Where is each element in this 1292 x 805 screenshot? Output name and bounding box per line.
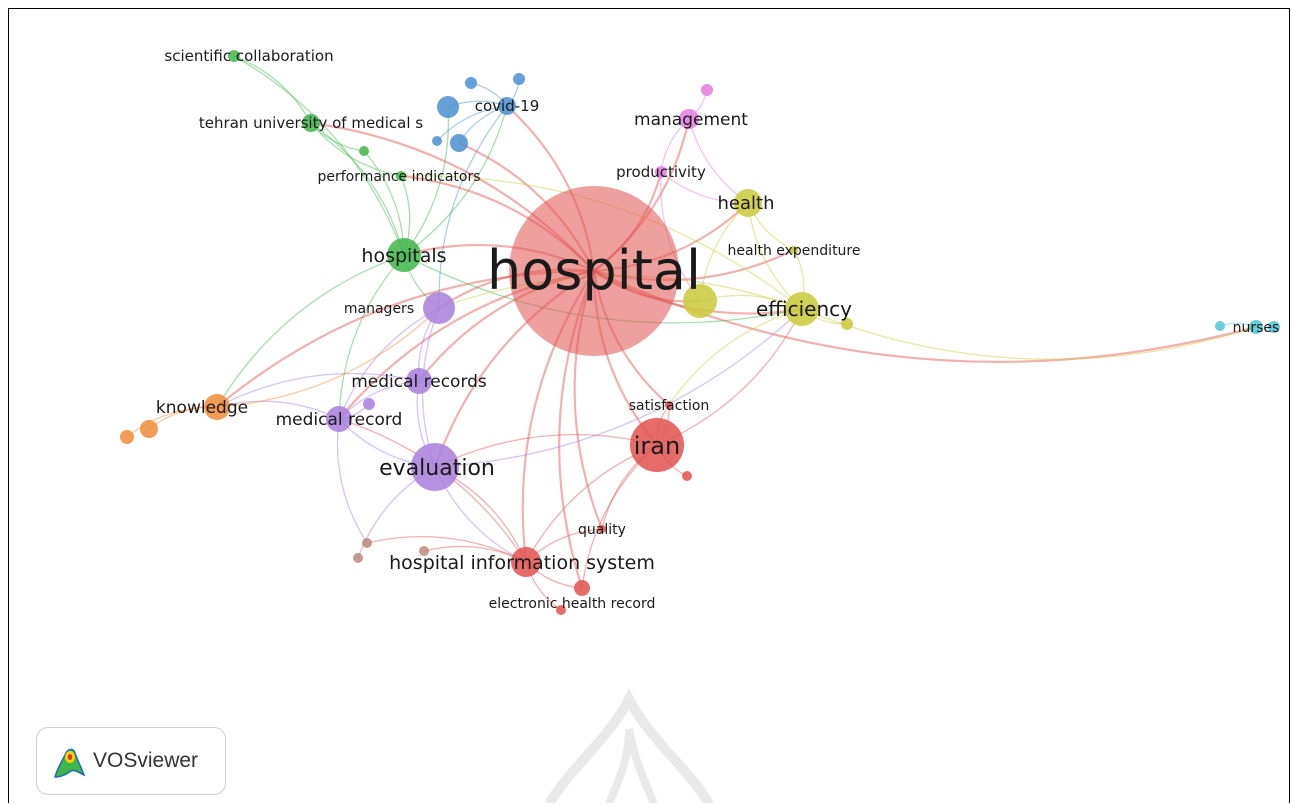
node-label-productivity: productivity [616, 163, 706, 181]
link-efficiency-satisfaction [668, 308, 803, 406]
node-blue_d[interactable] [450, 134, 468, 152]
node-label-covid: covid-19 [475, 97, 540, 115]
node-blue_b[interactable] [465, 77, 477, 89]
node-orange_s1[interactable] [140, 420, 158, 438]
node-tehran[interactable] [302, 114, 320, 132]
node-nurses[interactable] [1249, 320, 1263, 334]
node-ehr[interactable] [574, 580, 590, 596]
node-his[interactable] [511, 547, 541, 577]
node-perfind[interactable] [396, 171, 406, 181]
link-medrecord-knowledge [216, 400, 340, 420]
node-health[interactable] [734, 189, 762, 217]
node-label-nurses: nurses [1233, 320, 1280, 336]
node-label-efficiency: efficiency [756, 297, 852, 321]
link-medrecord-brown_s1 [336, 418, 368, 544]
node-purple_s1[interactable] [363, 398, 375, 410]
node-label-ehr: electronic health record [489, 596, 656, 612]
node-yellow_big[interactable] [683, 284, 717, 318]
node-knowledge[interactable] [204, 394, 230, 420]
link-tehran-perfind [310, 122, 402, 177]
node-yellow_s1[interactable] [841, 318, 853, 330]
link-knowledge-managers [216, 307, 440, 408]
link-evaluation-efficiency [434, 308, 803, 468]
node-green_s1[interactable] [359, 146, 369, 156]
link-hospitals-tehran [310, 122, 405, 256]
labels-layer: hospital iran satisfaction quality hospital … [156, 47, 1279, 612]
node-label-iran: iran [634, 432, 680, 460]
node-label-healthexp: health expenditure [728, 243, 861, 259]
link-hospitals-covid [403, 105, 508, 256]
node-management[interactable] [679, 109, 699, 129]
link-management-health [688, 118, 749, 204]
link-tehran-scicollab [233, 55, 312, 124]
node-productivity[interactable] [655, 166, 667, 178]
link-his-brown_s1 [366, 536, 527, 563]
node-iran[interactable] [630, 418, 684, 472]
node-brown_s3[interactable] [353, 553, 363, 563]
node-label-health: health [718, 193, 775, 214]
watermark-logo [544, 687, 714, 803]
node-evaluation[interactable] [411, 443, 459, 491]
link-efficiency-nurses [801, 308, 1257, 360]
vosviewer-label: VOSviewer [93, 749, 199, 772]
link-hospitals-scicollab [233, 55, 405, 256]
node-covid[interactable] [498, 97, 516, 115]
link-medrecords-knowledge [216, 372, 420, 408]
node-efficiency[interactable] [785, 292, 819, 326]
node-blue_a[interactable] [437, 96, 459, 118]
node-blue_c[interactable] [513, 73, 525, 85]
node-pink_s1[interactable] [701, 84, 713, 96]
node-satisfaction[interactable] [665, 401, 673, 409]
node-label-knowledge: knowledge [156, 398, 248, 418]
node-label-tehran: tehran university of medical s [199, 114, 423, 132]
link-iran-evaluation [434, 433, 658, 468]
node-brown_s1[interactable] [362, 538, 372, 548]
node-label-his: hospital information system [389, 552, 655, 574]
link-iran-efficiency [656, 308, 803, 446]
node-hospitals[interactable] [387, 238, 421, 272]
node-medrecords[interactable] [406, 368, 432, 394]
node-label-managers: managers [344, 301, 414, 317]
node-red_s1[interactable] [556, 605, 566, 615]
node-scicollab[interactable] [228, 50, 240, 62]
node-brown_s2[interactable] [419, 546, 429, 556]
node-label-hospital: hospital [487, 239, 701, 302]
network-canvas[interactable]: hospital iran satisfaction quality hospital … [8, 8, 1290, 803]
vosviewer-badge[interactable]: VOSviewer [36, 727, 226, 795]
node-label-quality: quality [578, 522, 626, 538]
node-label-medrecords: medical records [351, 372, 487, 392]
node-medrecord[interactable] [326, 406, 352, 432]
node-quality[interactable] [598, 525, 606, 533]
node-red_s2[interactable] [682, 471, 692, 481]
node-label-perfind: performance indicators [317, 169, 480, 185]
node-cyan_s1[interactable] [1215, 321, 1225, 331]
node-orange_s2[interactable] [120, 430, 134, 444]
node-label-management: management [634, 110, 748, 130]
link-hospitals-blue_a [403, 106, 450, 256]
link-covid-managers [438, 105, 508, 309]
link-managers-medrecord [338, 307, 440, 420]
vosviewer-logo-icon [54, 748, 86, 778]
node-managers[interactable] [423, 292, 455, 324]
node-label-hospitals: hospitals [361, 245, 446, 267]
node-label-evaluation: evaluation [379, 456, 495, 481]
node-healthexp[interactable] [790, 246, 798, 254]
node-cyan_s2[interactable] [1268, 321, 1280, 333]
node-hospital[interactable] [509, 186, 679, 356]
node-blue_e[interactable] [432, 136, 442, 146]
link-hospitals-knowledge [216, 254, 405, 408]
node-label-scicollab: scientific collaboration [164, 47, 333, 65]
link-hospitals-medrecord [338, 254, 405, 420]
node-label-satisfaction: satisfaction [629, 398, 710, 414]
nodes-layer [120, 50, 1280, 615]
links-layer [126, 55, 1275, 611]
network-map[interactable]: hospital iran satisfaction quality hospital … [9, 9, 1290, 803]
node-label-medrecord: medical record [276, 410, 403, 430]
